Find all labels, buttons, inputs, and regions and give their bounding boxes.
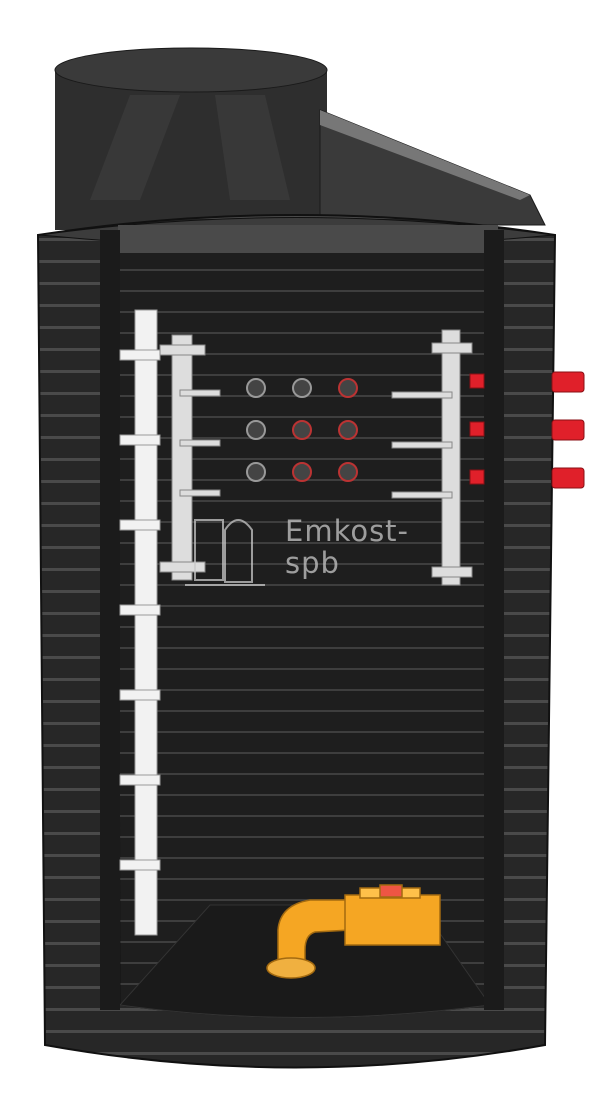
pump (266, 884, 441, 979)
bracket-right (391, 329, 473, 586)
bracket-left (159, 334, 221, 581)
watermark: Emkost- spb (285, 515, 409, 579)
watermark-line1: Emkost- (285, 514, 410, 548)
neck (54, 47, 546, 230)
ladder (119, 309, 161, 936)
inlet-ports (246, 378, 358, 482)
watermark-logo-icon (185, 519, 265, 586)
outlet-pipes (469, 371, 585, 489)
tank-body (36, 214, 557, 1069)
watermark-line2: spb (285, 546, 340, 580)
